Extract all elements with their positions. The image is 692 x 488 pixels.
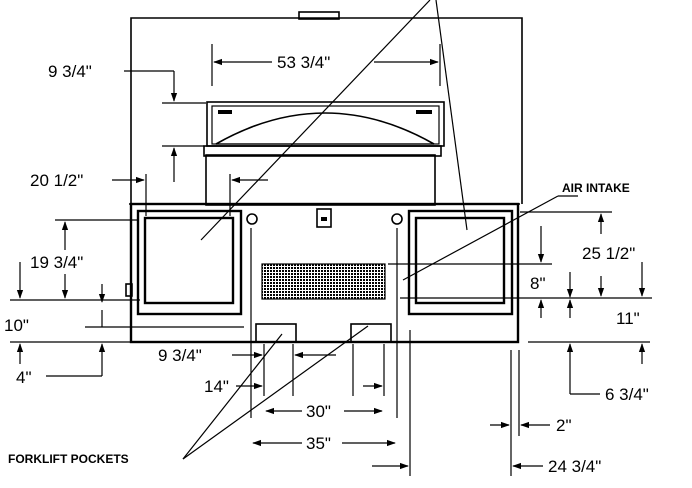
dim-intake-height: 8" <box>530 274 546 293</box>
dimension-lines <box>10 44 652 476</box>
leader-lines <box>182 0 578 460</box>
dim-top-width: 53 3/4" <box>277 53 330 72</box>
right-window <box>407 209 514 316</box>
dim-window-height: 19 3/4" <box>30 253 83 272</box>
dim-right-height: 25 1/2" <box>582 244 635 263</box>
dim-right-offset: 2" <box>556 416 572 435</box>
dim-top-height: 9 3/4" <box>48 62 92 81</box>
dim-window-bottom: 10" <box>4 316 29 335</box>
dome-assembly <box>203 101 445 206</box>
dim-right-base: 6 3/4" <box>605 385 649 404</box>
callout-labels: AIR INTAKE FORKLIFT POCKETS <box>8 181 630 466</box>
dim-left-offset: 20 1/2" <box>30 171 83 190</box>
air-intake-label: AIR INTAKE <box>562 181 630 195</box>
air-intake-grille <box>261 263 386 300</box>
dim-pocket-width: 14" <box>204 377 229 396</box>
forklift-pocket-left <box>255 323 297 343</box>
machine-body <box>125 11 523 344</box>
dim-right-bottom: 11" <box>616 309 640 328</box>
forklift-pockets-label: FORKLIFT POCKETS <box>8 452 129 466</box>
right-bolt <box>391 213 403 225</box>
dim-center-offset: 24 3/4" <box>548 457 601 476</box>
dimension-labels: 53 3/4" 9 3/4" 20 1/2" 19 3/4" 10" 4" 9 … <box>4 53 649 476</box>
dim-pocket-spacing-outer: 35" <box>306 434 331 453</box>
left-window <box>136 209 243 316</box>
dim-pocket-height: 9 3/4" <box>158 346 202 365</box>
forklift-pocket-right <box>350 323 392 343</box>
left-bolt <box>246 213 258 225</box>
dim-pocket-spacing-inner: 30" <box>306 402 331 421</box>
dim-base-height: 4" <box>16 368 32 387</box>
control-switch <box>316 208 332 228</box>
